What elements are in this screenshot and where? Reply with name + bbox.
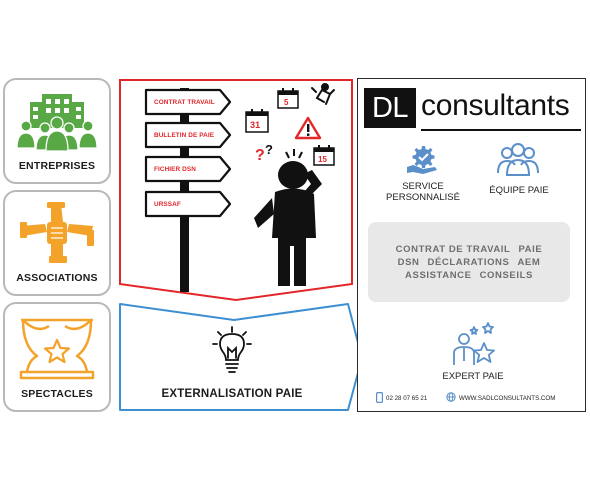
logo-wordmark: consultants xyxy=(421,89,570,122)
externalisation-label: EXTERNALISATION PAIE xyxy=(161,388,303,400)
joined-hands-icon xyxy=(5,202,109,264)
logo-underline xyxy=(421,129,581,131)
sign-bulletin-de-paie: BULLETIN DE PAIE xyxy=(154,132,215,139)
contact-website[interactable]: WWW.SADLCONSULTANTS.COM xyxy=(446,392,555,404)
svg-text:?: ? xyxy=(255,147,265,164)
externalisation-panel[interactable]: EXTERNALISATION PAIE xyxy=(118,302,364,412)
lightbulb-icon xyxy=(212,326,252,381)
card-associations[interactable]: ASSOCIATIONS xyxy=(3,190,111,296)
expert-stars-icon xyxy=(450,321,498,372)
feature-service-personnalise: SERVICE PERSONNALISÉ xyxy=(386,181,460,203)
card-entreprises[interactable]: ENTREPRISES xyxy=(3,78,111,184)
sign-urssaf: URSSAF xyxy=(154,201,181,208)
signpost-panel: ? ? CONTRAT TRAVAIL BULLETIN DE PAIE FIC… xyxy=(118,78,354,304)
feature-expert-paie: EXPERT PAIE xyxy=(442,371,504,382)
card-label: ASSOCIATIONS xyxy=(16,272,98,284)
hand-gear-icon xyxy=(405,145,439,180)
stage-curtain-star-icon xyxy=(5,316,109,380)
card-label: ENTREPRISES xyxy=(18,160,96,172)
calendar-day: 5 xyxy=(284,98,289,107)
phone-icon xyxy=(376,392,384,405)
svg-text:?: ? xyxy=(265,142,273,157)
building-people-icon xyxy=(5,90,109,152)
calendar-day: 15 xyxy=(318,155,328,164)
card-spectacles[interactable]: SPECTACLES xyxy=(3,302,111,412)
dl-consultants-panel: DL consultants SERVICE PERSONNALISÉ ÉQUI… xyxy=(357,78,586,412)
logo-mark: DL xyxy=(364,88,416,128)
card-label: SPECTACLES xyxy=(21,388,93,400)
sign-fichier-dsn: FICHIER DSN xyxy=(154,166,196,173)
calendar-day: 31 xyxy=(250,120,261,130)
sign-contrat-travail: CONTRAT TRAVAIL xyxy=(154,99,215,106)
contact-phone[interactable]: 02 28 07 65 21 xyxy=(376,392,427,405)
globe-icon xyxy=(446,392,456,404)
feature-equipe-paie: ÉQUIPE PAIE xyxy=(489,185,549,196)
team-icon xyxy=(496,141,540,182)
